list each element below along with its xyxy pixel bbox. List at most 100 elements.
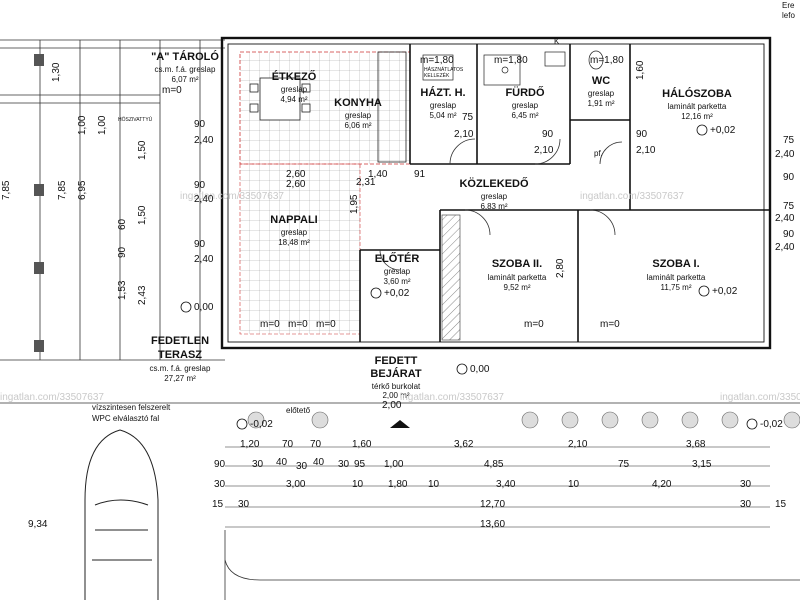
level-bottom-1: m=0 bbox=[260, 319, 280, 330]
dim-int-14: 1,60 bbox=[635, 60, 646, 80]
level-right-minus: -0,02 bbox=[760, 419, 783, 430]
dim-vert-7: 1,53 bbox=[117, 280, 128, 300]
dim-int-1: 2,60 bbox=[286, 169, 306, 180]
note-hasz-1: HÁSZNÁTLATOS bbox=[424, 67, 464, 73]
dimension-lines bbox=[225, 446, 770, 528]
room-szoba1-material: laminált parketta bbox=[646, 273, 706, 282]
dim-r3-5: 10 bbox=[428, 479, 440, 490]
terrace-grid bbox=[0, 39, 225, 361]
level-szoba1-plus: +0,02 bbox=[712, 286, 738, 297]
room-bejarat-material: térkő burkolat bbox=[371, 382, 421, 391]
dim-vert-12: 90 bbox=[117, 246, 128, 258]
note-hasz-3: HÖSZIVATTYÚ bbox=[118, 117, 153, 123]
level-furdo: m=1,80 bbox=[494, 55, 528, 66]
room-bejarat-area: 2,00 m² bbox=[382, 391, 410, 400]
level-markers bbox=[180, 124, 758, 430]
level-halo-plus: +0,02 bbox=[710, 125, 736, 136]
dim-int-2: 2,60 bbox=[286, 179, 306, 190]
dim-r1-6: 2,10 bbox=[568, 439, 588, 450]
dim-left-5: 90 bbox=[194, 239, 206, 250]
dim-int-3: 2,31 bbox=[356, 177, 376, 188]
room-furdo-area: 6,45 m² bbox=[511, 111, 539, 120]
room-kozlekedo-name: KÖZLEKEDŐ bbox=[459, 178, 529, 190]
dim-r3-9: 30 bbox=[740, 479, 752, 490]
dim-r3-8: 4,20 bbox=[652, 479, 672, 490]
room-tarolo-material: cs.m. f.á. greslap bbox=[154, 65, 216, 74]
dim-r1-3: 70 bbox=[310, 439, 322, 450]
dim-vert-4: 1,30 bbox=[51, 62, 62, 82]
level-left-minus: -0,02 bbox=[250, 419, 273, 430]
dim-r2-1: 90 bbox=[214, 459, 226, 470]
dim-vert-9: 1,00 bbox=[77, 115, 88, 135]
room-terasz-name2: TERASZ bbox=[158, 349, 202, 361]
room-furdo-material: greslap bbox=[511, 101, 539, 110]
note-fence-1: vízszintesen felszerelt bbox=[92, 403, 171, 412]
site-boundary bbox=[0, 402, 800, 600]
dim-vert-3: 6,95 bbox=[77, 180, 88, 200]
room-wc-area: 1,91 m² bbox=[587, 99, 615, 108]
note-eloteto: előtető bbox=[286, 406, 311, 415]
note-ere: Ere bbox=[782, 1, 795, 10]
level-haztart: m=1,80 bbox=[420, 55, 454, 66]
dim-right-4: 75 bbox=[783, 135, 795, 146]
room-szoba2-name: SZOBA II. bbox=[491, 258, 543, 270]
terrace-posts bbox=[34, 54, 44, 352]
dim-right-1: 2,40 bbox=[775, 149, 795, 160]
dim-int-11: 2,10 bbox=[636, 145, 656, 156]
room-haloszoba-material: laminált parketta bbox=[667, 102, 727, 111]
level-bottom-3: m=0 bbox=[316, 319, 336, 330]
dim-r2-5: 40 bbox=[313, 457, 325, 468]
dim-r3-1: 30 bbox=[214, 479, 226, 490]
dim-vert-11: 60 bbox=[117, 218, 128, 230]
room-eloter-material: greslap bbox=[383, 267, 411, 276]
room-konyha-material: greslap bbox=[344, 111, 372, 120]
dim-right-2: 2,40 bbox=[775, 213, 795, 224]
note-k: K bbox=[554, 37, 560, 46]
dim-entrance-width: 2,00 bbox=[382, 400, 402, 411]
dim-r3-3: 10 bbox=[352, 479, 364, 490]
level-szoba1: m=0 bbox=[600, 319, 620, 330]
dim-right-7: 90 bbox=[783, 229, 795, 240]
room-etkezo-material: greslap bbox=[280, 85, 308, 94]
dim-r2-6: 30 bbox=[338, 459, 350, 470]
shrubs bbox=[247, 411, 800, 429]
dim-r3-6: 3,40 bbox=[496, 479, 516, 490]
dim-int-9: 2,10 bbox=[534, 145, 554, 156]
dim-r2-3: 40 bbox=[276, 457, 288, 468]
dim-int-7: 75 bbox=[462, 112, 474, 123]
car-outline bbox=[84, 429, 159, 600]
dim-left-3: 90 bbox=[194, 180, 206, 191]
room-wc-material: greslap bbox=[587, 89, 615, 98]
dim-left-6: 2,40 bbox=[194, 254, 214, 265]
dim-r3-4: 1,80 bbox=[388, 479, 408, 490]
dim-int-10: 90 bbox=[636, 129, 648, 140]
dim-r4-2: 30 bbox=[238, 499, 250, 510]
dim-int-8: 90 bbox=[542, 129, 554, 140]
dim-r2-4: 30 bbox=[296, 461, 308, 472]
dim-r1-4: 1,60 bbox=[352, 439, 372, 450]
dim-site-width: 9,34 bbox=[28, 519, 48, 530]
note-hasz-2: KELLEZÉK bbox=[424, 73, 450, 79]
room-haztart-area: 5,04 m² bbox=[429, 111, 457, 120]
dim-vert-2: 7,85 bbox=[57, 180, 68, 200]
level-bottom-2: m=0 bbox=[288, 319, 308, 330]
room-eloter-name: ELŐTÉR bbox=[374, 253, 420, 265]
level-tarolo: m=0 bbox=[162, 85, 182, 96]
room-kozlekedo-area: 6,83 m² bbox=[480, 202, 508, 211]
room-terasz-material: cs.m. f.á. greslap bbox=[149, 364, 211, 373]
room-haztart-material: greslap bbox=[429, 101, 457, 110]
room-tarolo-name: "A" TÁROLÓ bbox=[151, 51, 219, 63]
room-haztart-name: HÁZT. H. bbox=[420, 87, 466, 99]
dim-r3-2: 3,00 bbox=[286, 479, 306, 490]
dim-int-4: 1,40 bbox=[368, 169, 388, 180]
room-etkezo-name: ÉTKEZŐ bbox=[271, 71, 317, 83]
level-szoba2: m=0 bbox=[524, 319, 544, 330]
dim-vert-10: 1,00 bbox=[97, 115, 108, 135]
level-eloter-plus: +0,02 bbox=[384, 288, 410, 299]
dim-r1-1: 1,20 bbox=[240, 439, 260, 450]
dining-table bbox=[249, 77, 311, 121]
dim-right-6: 75 bbox=[783, 201, 795, 212]
dim-vert-8: 2,43 bbox=[137, 285, 148, 305]
room-nappali-name: NAPPALI bbox=[270, 214, 318, 226]
watermark-1: ingatlan.com/33507637 bbox=[180, 191, 284, 202]
